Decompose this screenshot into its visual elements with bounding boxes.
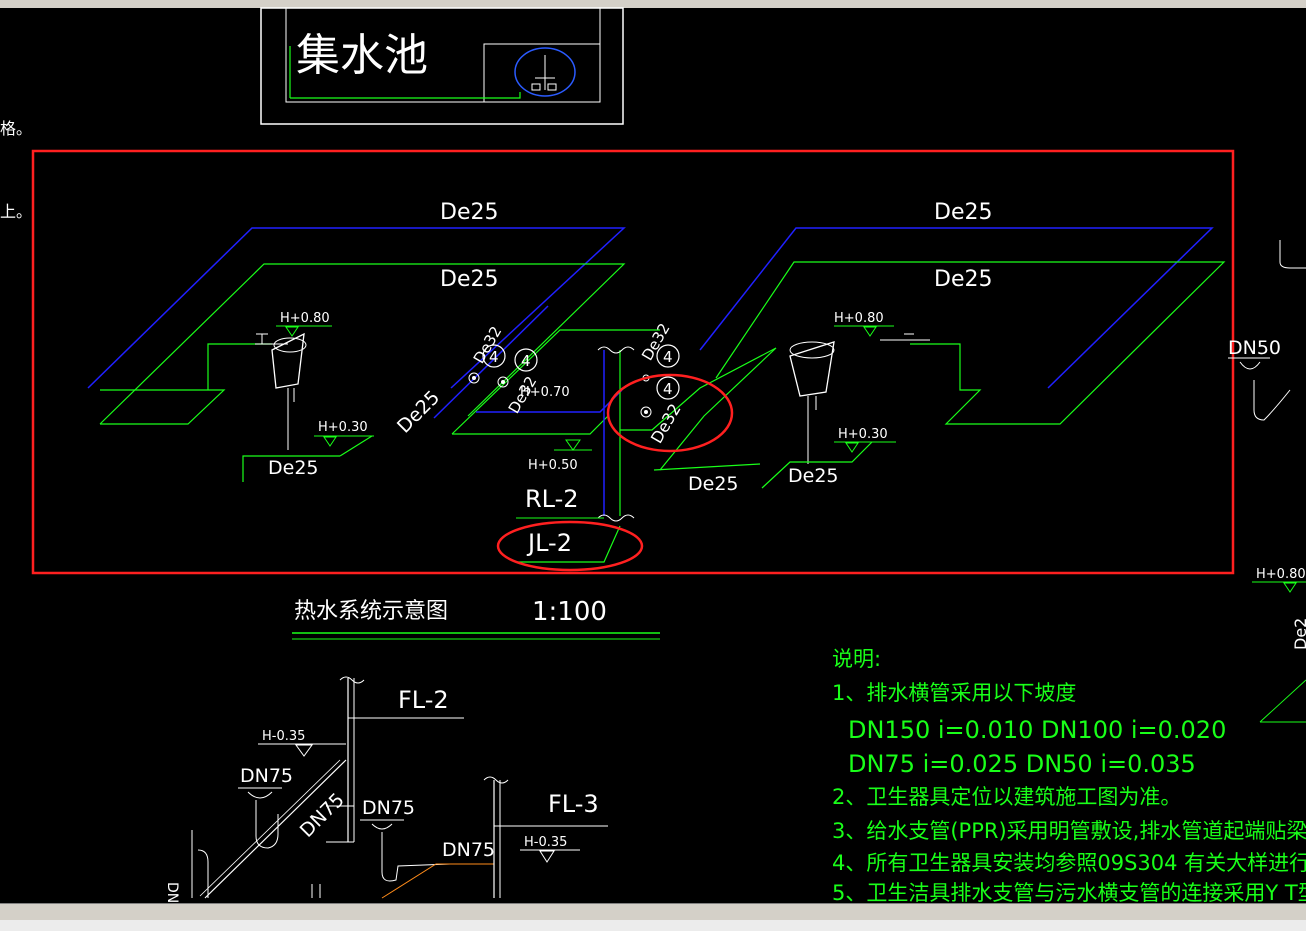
drain-label-dn75-a: DN75 bbox=[240, 765, 293, 787]
drawing-scale: 1:100 bbox=[532, 597, 607, 627]
height-label-h080-left: H+0.80 bbox=[280, 311, 330, 326]
marker-2: 4 bbox=[521, 352, 531, 370]
notes-line-3: DN75 i=0.025 DN50 i=0.035 bbox=[848, 750, 1196, 778]
marker-3: 4 bbox=[663, 348, 673, 366]
drain-label-dn75-d: DN75 bbox=[442, 839, 495, 861]
pipe-label-de25-low-mid: De25 bbox=[688, 473, 739, 495]
left-pipe-loop: H+0.80 De25 H+0.30 De25 De25 De25 bbox=[87, 200, 626, 482]
pipe-label-de25-mid-right: De25 bbox=[934, 267, 992, 292]
hot-pipe-right bbox=[699, 227, 1214, 389]
drain-label-dn75-c: DN75 bbox=[362, 797, 415, 819]
notes-block: 说明: 1、排水横管采用以下坡度 DN150 i=0.010 DN100 i=0… bbox=[832, 647, 1306, 905]
notes-line-5: 3、给水支管(PPR)采用明管敷设,排水管道起端贴梁底安装或沉箱内敷设。 bbox=[832, 819, 1306, 843]
tank-label: 集水池 bbox=[296, 30, 428, 81]
height-label-h030-right: H+0.30 bbox=[838, 427, 888, 442]
drawing-title: 热水系统示意图 bbox=[294, 599, 448, 624]
drainage-diagram: FL-2 H-0.35 DN75 DN75 DN75 DN75 FL-3 H-0… bbox=[164, 676, 608, 921]
riser-label-fl3: FL-3 bbox=[548, 790, 599, 818]
sump-pump-icon bbox=[514, 47, 576, 97]
pipe-label-de32-a: De32 bbox=[470, 323, 506, 367]
notes-line-2: DN150 i=0.010 DN100 i=0.020 bbox=[848, 716, 1226, 744]
height-label-h080-right: H+0.80 bbox=[834, 311, 884, 326]
pipe-label-de25-low-left: De25 bbox=[268, 457, 319, 479]
height-label-h030-left: H+0.30 bbox=[318, 420, 368, 435]
cold-pipe-right bbox=[715, 261, 1226, 425]
sump-pit bbox=[483, 43, 601, 103]
notes-line-7: 5、卫生洁具排水支管与污水横支管的连接采用Y T型三通或Y型三通管件 bbox=[832, 881, 1306, 905]
notes-line-6: 4、所有卫生器具安装均参照09S304 有关大样进行,施工中可按实际订货日 bbox=[832, 851, 1306, 875]
pipe-label-dn50-right: DN50 bbox=[1228, 337, 1281, 359]
notes-line-1: 1、排水横管采用以下坡度 bbox=[832, 681, 1076, 705]
notes-line-4: 2、卫生器具定位以建筑施工图为准。 bbox=[832, 785, 1181, 809]
marker-1: 4 bbox=[489, 348, 499, 366]
left-fragment-1: 格。 bbox=[0, 119, 32, 138]
marker-4: 4 bbox=[663, 380, 673, 398]
drawing-title-block: 热水系统示意图 1:100 bbox=[292, 597, 660, 640]
height-label-h035-b: H-0.35 bbox=[524, 835, 567, 850]
pipe-label-de25-top-left: De25 bbox=[440, 200, 498, 225]
height-label-h035-a: H-0.35 bbox=[262, 729, 305, 744]
far-right-fragments: DN50 H+0.80 De2 bbox=[1228, 240, 1306, 723]
left-fragment-2: 上。 bbox=[0, 202, 32, 221]
riser-label-fl2: FL-2 bbox=[398, 686, 449, 714]
window-bottom-frame bbox=[0, 903, 1306, 931]
height-label-h080-far-right: H+0.80 bbox=[1256, 567, 1306, 582]
riser-label-jl2: JL-2 bbox=[526, 529, 572, 557]
pipe-label-de2x-right: De2 bbox=[1291, 618, 1306, 650]
pipe-label-de25-diag: De25 bbox=[393, 386, 444, 437]
highlight-oval-jl2 bbox=[496, 520, 644, 572]
pipe-label-de25-top-right: De25 bbox=[934, 200, 992, 225]
height-label-h050: H+0.50 bbox=[528, 458, 578, 473]
pipe-label-de25-low-right: De25 bbox=[788, 465, 839, 487]
cold-pipe-left bbox=[99, 263, 626, 425]
drain-label-dn75-b: DN75 bbox=[296, 789, 349, 842]
highlight-oval-valve bbox=[606, 373, 734, 453]
pipe-label-de25-mid-left: De25 bbox=[440, 267, 498, 292]
height-label-h070: H+0.70 bbox=[520, 385, 570, 400]
notes-heading: 说明: bbox=[832, 647, 881, 671]
right-pipe-loop: H+0.80 H+0.30 De25 De25 De25 De25 bbox=[653, 200, 1226, 495]
pipe-label-de32-c: De32 bbox=[647, 400, 685, 446]
riser-label-rl2: RL-2 bbox=[525, 485, 579, 513]
highlight-box bbox=[31, 149, 1235, 575]
washbasin-left-icon bbox=[271, 332, 305, 389]
hot-pipe-left bbox=[87, 227, 626, 389]
centre-riser-area: H+0.70 H+0.50 RL-2 JL-2 4 4 4 4 De32 De3… bbox=[433, 305, 777, 572]
collection-tank: 集水池 bbox=[260, 7, 624, 125]
window-top-frame bbox=[0, 0, 1306, 8]
washbasin-right-icon bbox=[789, 341, 835, 397]
horizontal-scrollbar[interactable] bbox=[0, 920, 1306, 931]
